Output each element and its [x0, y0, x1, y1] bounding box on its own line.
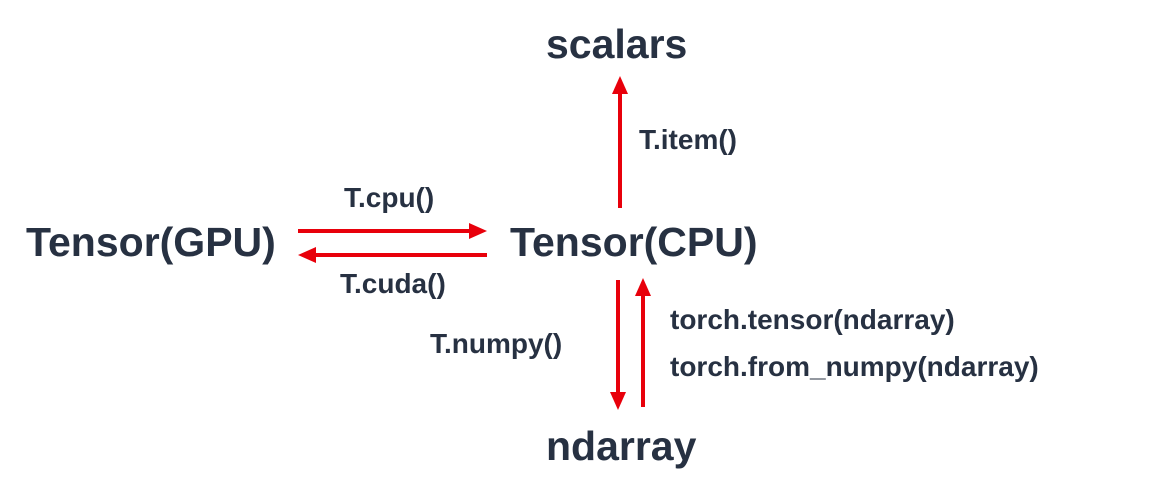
- node-tensor-cpu: Tensor(CPU): [510, 219, 758, 265]
- edge-label-item: T.item(): [639, 124, 737, 155]
- arrow-cpu-head: [469, 223, 487, 239]
- edge-label-cpu: T.cpu(): [344, 182, 435, 213]
- node-scalars: scalars: [546, 21, 688, 67]
- node-ndarray: ndarray: [546, 423, 697, 469]
- edge-label-cuda: T.cuda(): [340, 268, 446, 299]
- node-tensor-gpu: Tensor(GPU): [26, 219, 276, 265]
- edge-label-from-numpy: torch.from_numpy(ndarray): [670, 351, 1039, 382]
- edge-label-numpy: T.numpy(): [430, 328, 563, 359]
- edge-label-torch-tensor: torch.tensor(ndarray): [670, 304, 955, 335]
- arrow-numpy-head: [610, 392, 626, 410]
- arrow-torch-tensor-head: [635, 278, 651, 296]
- arrow-item-head: [612, 76, 628, 94]
- arrow-cuda-head: [298, 247, 316, 263]
